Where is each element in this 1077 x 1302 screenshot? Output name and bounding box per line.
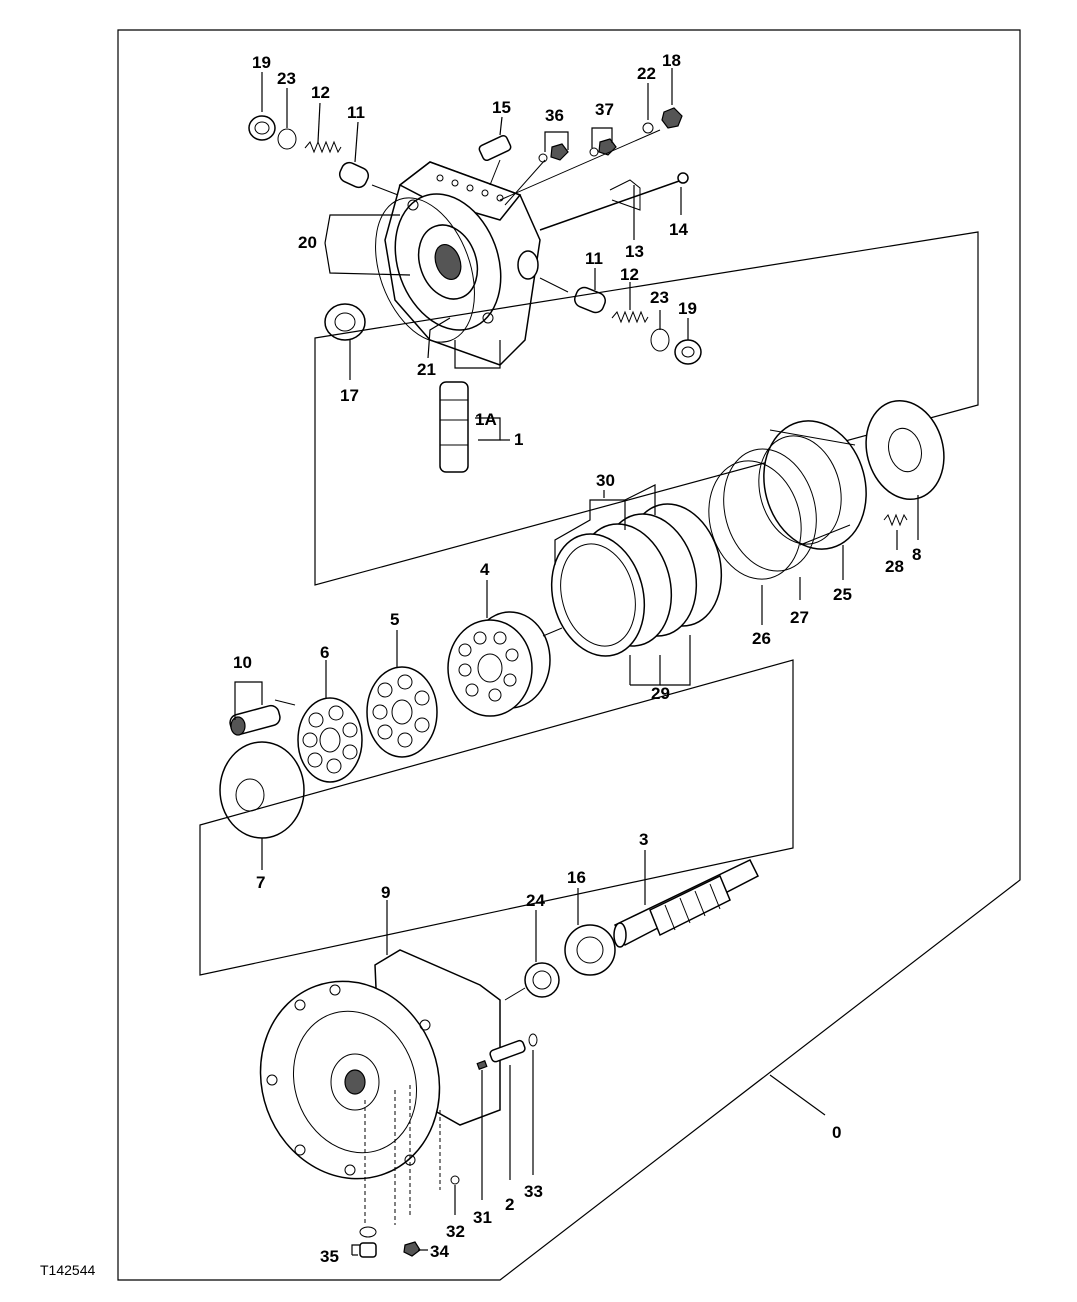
callout-12-left: 12 bbox=[311, 83, 330, 102]
callout-33: 33 bbox=[524, 1182, 543, 1201]
callout-23-left: 23 bbox=[277, 69, 296, 88]
spool-11-right bbox=[574, 286, 606, 314]
callout-0: 0 bbox=[832, 1123, 841, 1142]
callout-15: 15 bbox=[492, 98, 511, 117]
valve-1 bbox=[439, 381, 469, 473]
bearing-16 bbox=[564, 924, 616, 976]
callout-7: 7 bbox=[256, 873, 265, 892]
callout-3: 3 bbox=[639, 830, 648, 849]
callout-16: 16 bbox=[567, 868, 586, 887]
callout-28: 28 bbox=[885, 557, 904, 576]
callout-12-right: 12 bbox=[620, 265, 639, 284]
spring-31 bbox=[476, 1060, 488, 1070]
check-valve-2 bbox=[489, 1039, 526, 1063]
callout-37: 37 bbox=[595, 100, 614, 119]
callout-23-right: 23 bbox=[650, 288, 669, 307]
housing-9 bbox=[259, 949, 501, 1225]
callout-8: 8 bbox=[912, 545, 921, 564]
o-ring-27 bbox=[723, 448, 817, 572]
bearing-17 bbox=[324, 303, 366, 341]
o-ring-33 bbox=[528, 1033, 538, 1047]
callout-10: 10 bbox=[233, 653, 252, 672]
spring-12-left bbox=[304, 140, 342, 154]
nut-18 bbox=[661, 107, 683, 129]
assembly-boundary bbox=[117, 29, 1021, 1281]
callout-21: 21 bbox=[417, 360, 436, 379]
callout-24: 24 bbox=[526, 891, 545, 910]
fitting-36 bbox=[538, 143, 569, 163]
valve-plate-8 bbox=[865, 399, 945, 501]
piston-10 bbox=[229, 704, 281, 736]
o-ring-20 bbox=[375, 197, 475, 343]
ball-32 bbox=[450, 1175, 460, 1185]
seal-24 bbox=[524, 962, 560, 998]
section-frame-lower bbox=[199, 659, 794, 976]
callout-26: 26 bbox=[752, 629, 771, 648]
plug-34 bbox=[403, 1241, 421, 1257]
plug-15 bbox=[478, 134, 512, 162]
spring-12-right bbox=[611, 310, 649, 324]
callout-29: 29 bbox=[651, 684, 670, 703]
callout-1A: 1A bbox=[475, 410, 497, 429]
spring-28 bbox=[883, 513, 908, 527]
callout-20: 20 bbox=[298, 233, 317, 252]
callout-4: 4 bbox=[480, 560, 490, 579]
brake-piston-25 bbox=[758, 420, 867, 550]
callout-35: 35 bbox=[320, 1247, 339, 1266]
bolt-14 bbox=[539, 172, 689, 231]
callout-25: 25 bbox=[833, 585, 852, 604]
callout-5: 5 bbox=[390, 610, 399, 629]
o-ring-23-left bbox=[277, 128, 297, 150]
callout-22: 22 bbox=[637, 64, 656, 83]
leader-lines bbox=[234, 68, 919, 1256]
callout-32: 32 bbox=[446, 1222, 465, 1241]
section-frame-middle bbox=[314, 231, 979, 586]
callout-27: 27 bbox=[790, 608, 809, 627]
cylinder-block-4 bbox=[447, 611, 551, 717]
spool-11-left bbox=[338, 161, 370, 189]
plug-19-left bbox=[248, 115, 276, 141]
callout-17: 17 bbox=[340, 386, 359, 405]
callout-11-left: 11 bbox=[347, 103, 365, 122]
o-ring-23-right bbox=[650, 328, 670, 352]
o-ring-26 bbox=[708, 460, 802, 580]
callout-31: 31 bbox=[473, 1208, 492, 1227]
callout-36: 36 bbox=[545, 106, 564, 125]
callout-9: 9 bbox=[381, 883, 390, 902]
plug-19-right bbox=[674, 339, 702, 365]
callout-1: 1 bbox=[514, 430, 523, 449]
callout-30: 30 bbox=[596, 471, 615, 490]
drive-shaft-3 bbox=[613, 859, 760, 948]
callout-2: 2 bbox=[505, 1195, 514, 1214]
callout-11-right: 11 bbox=[585, 249, 603, 268]
callout-34: 34 bbox=[430, 1242, 449, 1261]
swash-plate-7 bbox=[219, 741, 305, 839]
plug-35 bbox=[359, 1226, 377, 1258]
callout-labels: 0 1 1A 2 3 4 5 6 7 8 9 10 11 11 12 12 13… bbox=[233, 51, 921, 1266]
shoe-plate-6 bbox=[297, 697, 363, 783]
callout-13: 13 bbox=[625, 242, 644, 261]
callout-18: 18 bbox=[662, 51, 681, 70]
callout-19-left: 19 bbox=[252, 53, 271, 72]
retainer-plate-5 bbox=[366, 666, 438, 758]
o-ring-22 bbox=[642, 122, 654, 134]
figure-id: T142544 bbox=[40, 1262, 95, 1278]
callout-19-right: 19 bbox=[678, 299, 697, 318]
callout-14: 14 bbox=[669, 220, 688, 239]
friction-plates-29-30 bbox=[550, 503, 723, 657]
callout-6: 6 bbox=[320, 643, 329, 662]
